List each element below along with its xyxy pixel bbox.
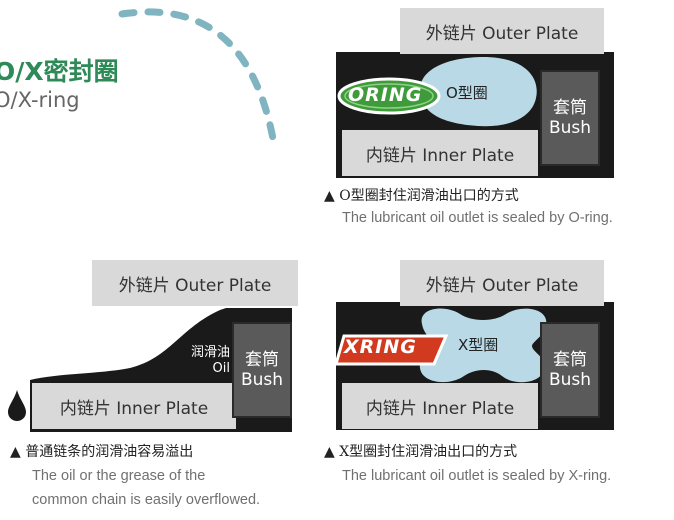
common-caption-cn: ▲ 普通链条的润滑油容易溢出 xyxy=(10,444,194,460)
oring-seal xyxy=(419,57,537,127)
xring-outer-plate: 外链片 Outer Plate xyxy=(400,260,604,306)
dashed-arc-decoration xyxy=(118,8,279,154)
common-oil-cn: 润滑油 xyxy=(190,345,230,360)
oring-badge xyxy=(337,77,441,115)
common-bush-cn: 套筒 xyxy=(245,350,279,370)
xring-bush-cn: 套筒 xyxy=(553,350,587,370)
oring-badge-text: ORING xyxy=(348,84,423,106)
common-oil-en: Oil xyxy=(212,361,230,376)
common-bush-en: Bush xyxy=(240,370,284,390)
common-oil-label: 润滑油 Oil xyxy=(176,345,230,377)
common-caption-en-2: common chain is easily overflowed. xyxy=(32,492,261,508)
xring-bush-en: Bush xyxy=(548,370,592,390)
xring-caption-cn: ▲ X型圈封住润滑油出口的方式 xyxy=(324,444,518,460)
common-inner-plate: 内链片 Inner Plate xyxy=(32,383,236,429)
xring-badge-text: XRING xyxy=(344,336,417,358)
xring-inner-plate: 内链片 Inner Plate xyxy=(342,383,538,429)
common-outer-plate: 外链片 Outer Plate xyxy=(92,260,298,306)
common-bush: 套筒 Bush xyxy=(232,322,292,418)
oring-bush: 套筒 Bush xyxy=(540,70,600,166)
oring-bush-en: Bush xyxy=(548,118,592,138)
title-en: O/X-ring xyxy=(0,88,80,112)
title-cn: O/X密封圈 xyxy=(0,57,119,86)
oil-drop-icon xyxy=(8,390,26,421)
common-caption-en-1: The oil or the grease of the xyxy=(32,468,206,484)
oring-caption-cn: ▲ O型圈封住润滑油出口的方式 xyxy=(324,188,519,204)
oring-inner-plate: 内链片 Inner Plate xyxy=(342,130,538,176)
xring-seal-label: X型圈 xyxy=(458,336,499,354)
oring-bush-cn: 套筒 xyxy=(553,98,587,118)
oring-seal-label: O型圈 xyxy=(446,84,488,102)
oring-caption-en: The lubricant oil outlet is sealed by O-… xyxy=(342,210,613,226)
xring-bush: 套筒 Bush xyxy=(540,322,600,418)
xring-seal xyxy=(419,308,547,383)
oring-outer-plate: 外链片 Outer Plate xyxy=(400,8,604,54)
xring-caption-en: The lubricant oil outlet is sealed by X-… xyxy=(342,468,612,484)
xring-badge xyxy=(334,334,449,366)
